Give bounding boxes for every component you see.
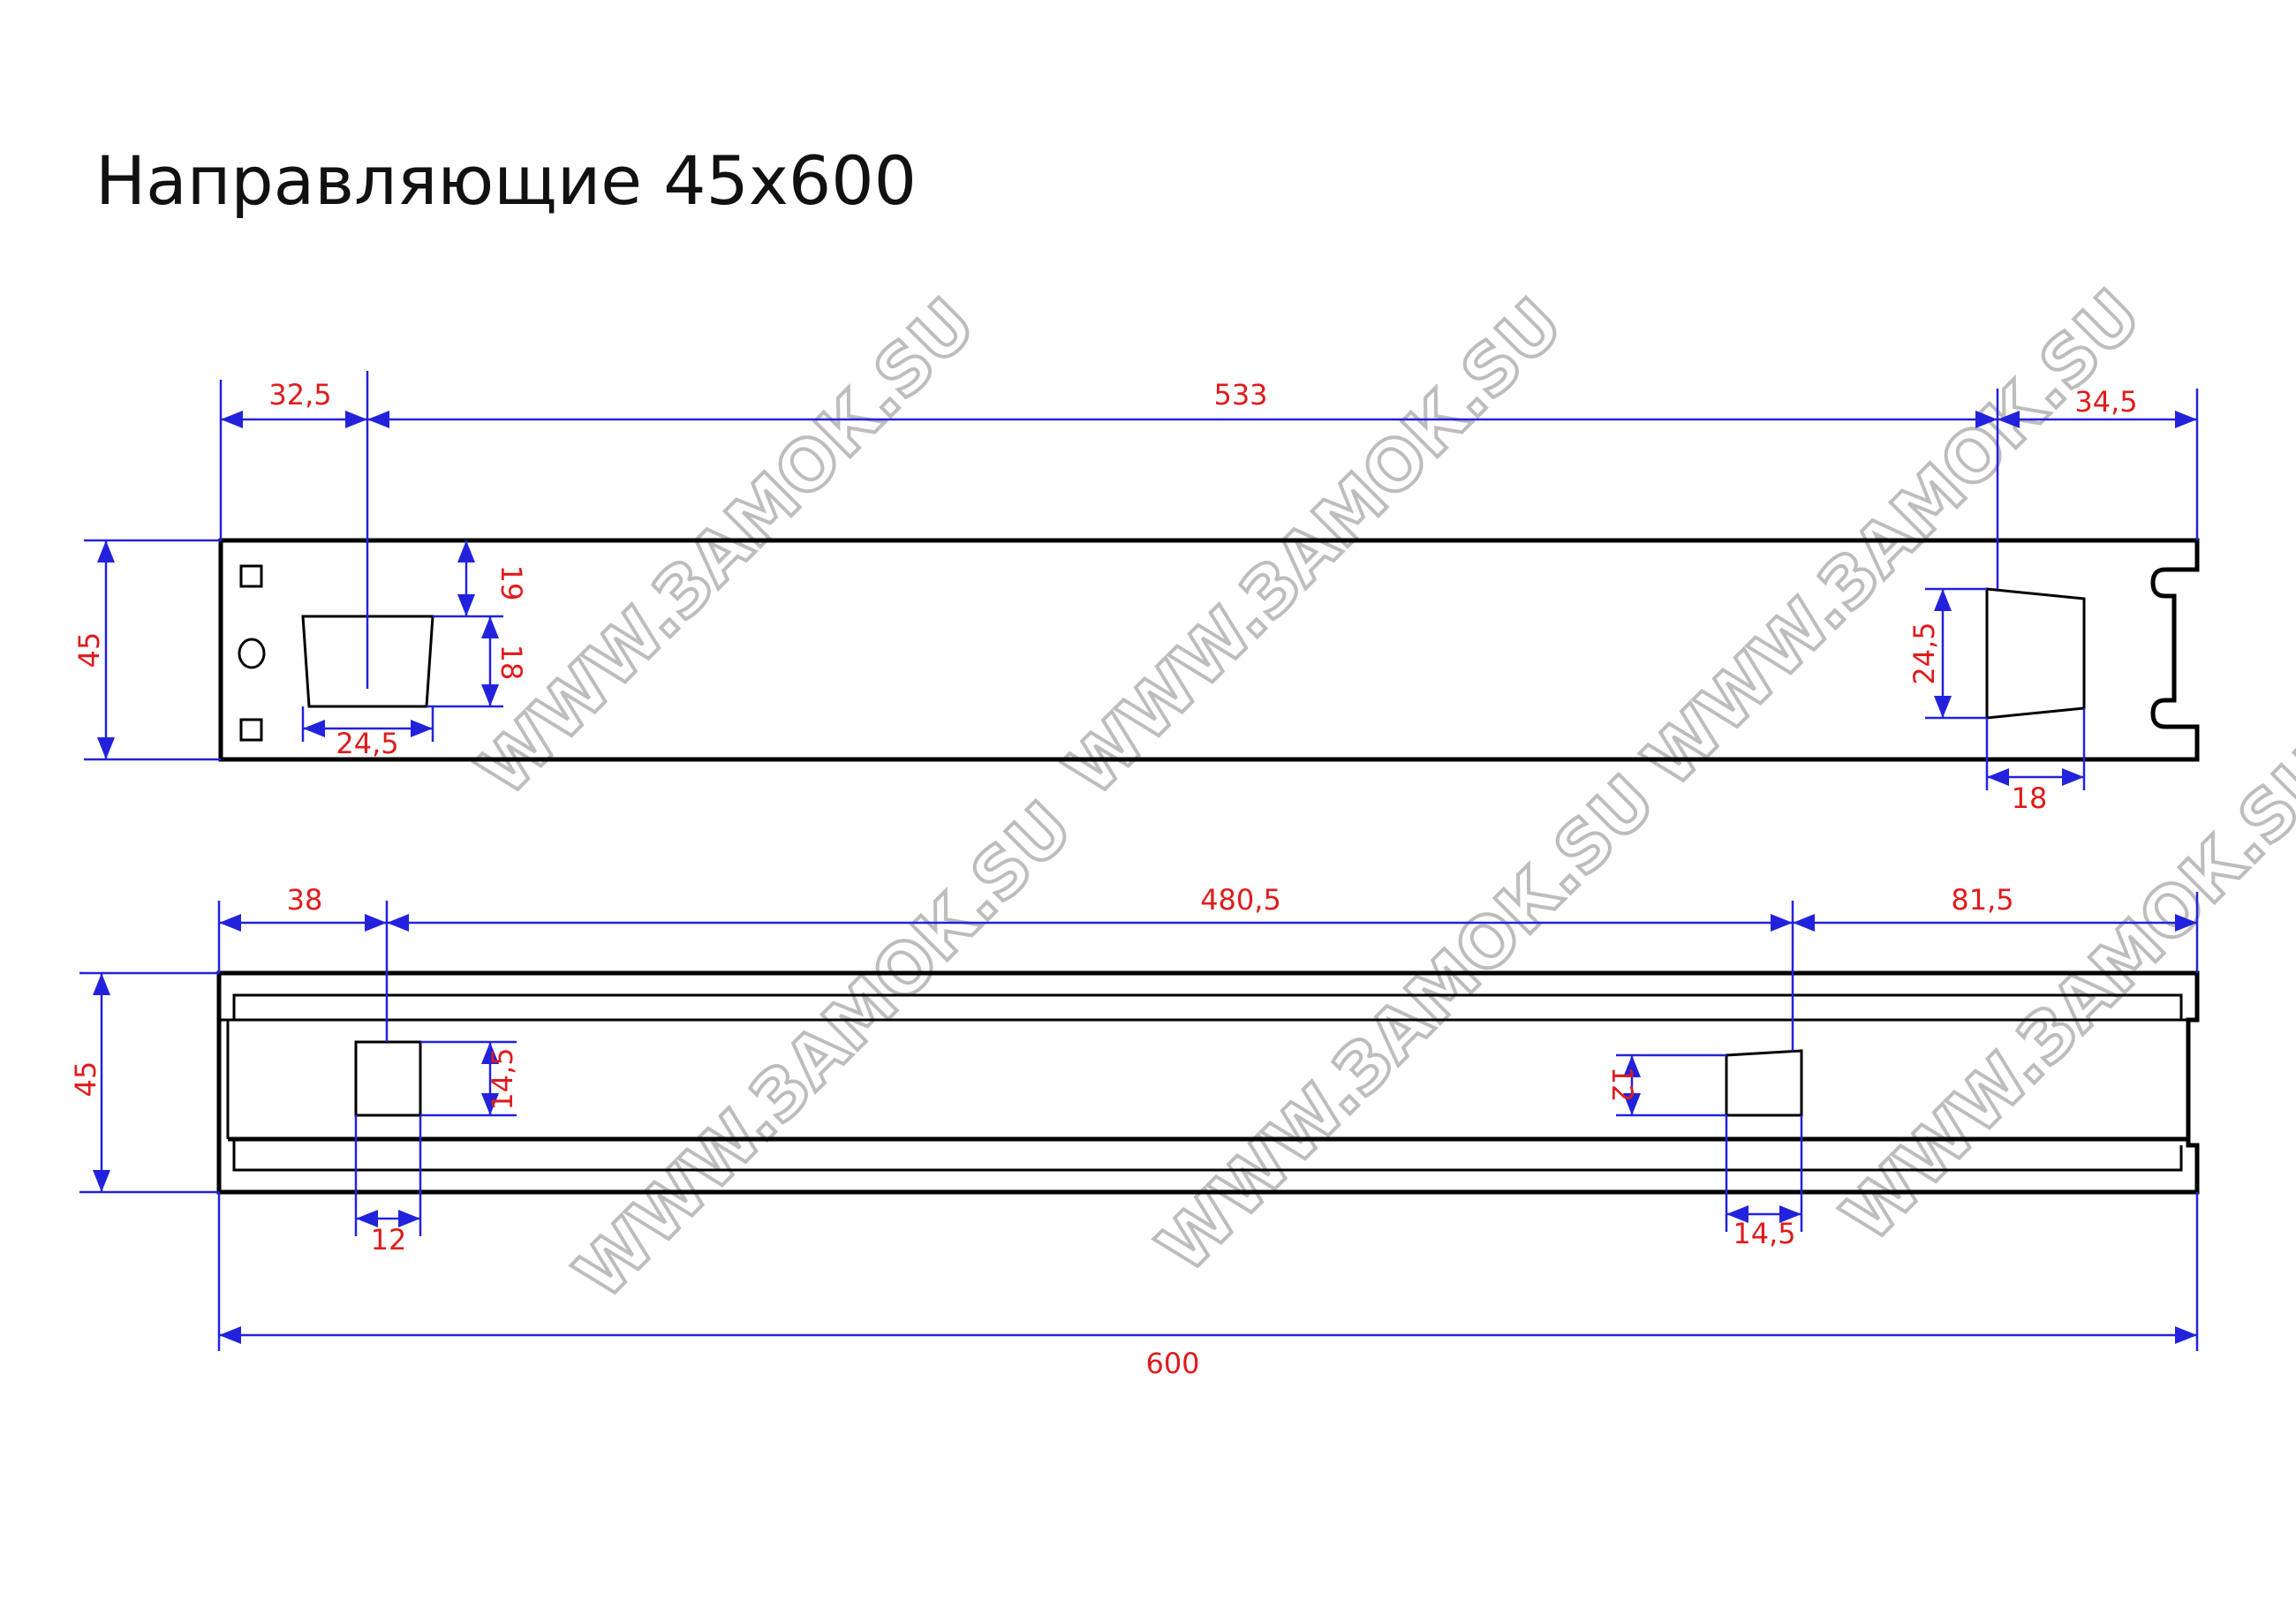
top-view: 32,5 533 34,5 45 19 18 24,5 24,5 18	[72, 371, 2200, 815]
side-rail-outline	[216, 970, 2200, 1195]
side-left-slot	[354, 1040, 422, 1117]
dim-19-label: 19	[495, 565, 528, 601]
watermark-1: WWW.ЗАМОК.SU	[464, 284, 991, 812]
mount-hole-round	[238, 638, 266, 669]
mount-hole-square-bottom	[239, 718, 263, 742]
dim-45-side-label: 45	[69, 1061, 102, 1098]
mount-hole-square-top	[239, 564, 263, 588]
side-view: 38 480,5 81,5 45 14,5 12 12 14,5 600	[69, 883, 2200, 1380]
watermark-2: WWW.ЗАМОК.SU	[1051, 284, 1578, 812]
dim-18-label: 18	[495, 645, 528, 681]
side-lower-lip	[232, 1139, 2183, 1172]
dim-12-v-label: 12	[1605, 1067, 1639, 1103]
dim-38-label: 38	[287, 883, 323, 917]
dim-12-h-label: 12	[371, 1223, 407, 1257]
watermark-4: WWW.ЗАМОК.SU	[561, 788, 1088, 1315]
dim-533-label: 533	[1213, 378, 1267, 411]
dim-r18-label: 18	[2012, 781, 2048, 815]
drawing-title: Направляющие 45x600	[95, 141, 917, 220]
dim-480-5-label: 480,5	[1200, 883, 1281, 917]
dim-34-5-label: 34,5	[2074, 385, 2137, 419]
side-upper-lip	[232, 993, 2183, 1020]
dim-14-5-h-label: 14,5	[1733, 1217, 1795, 1250]
dim-32-5-label: 32,5	[268, 378, 331, 411]
dim-24-5-label: 24,5	[336, 727, 398, 760]
top-rail-outline	[218, 538, 2200, 762]
side-right-slot	[1725, 1049, 1803, 1117]
dim-r24-5-label: 24,5	[1907, 622, 1941, 684]
dim-14-5-v-label: 14,5	[486, 1047, 519, 1110]
dim-45-top-label: 45	[72, 632, 106, 668]
watermark-6: WWW.ЗАМОК.SU	[1828, 730, 2296, 1257]
right-slot-trapezoid	[1985, 587, 2086, 720]
watermark-5: WWW.ЗАМОК.SU	[1144, 761, 1671, 1288]
dim-600-label: 600	[1145, 1347, 1199, 1380]
dim-81-5-label: 81,5	[1951, 883, 2013, 917]
